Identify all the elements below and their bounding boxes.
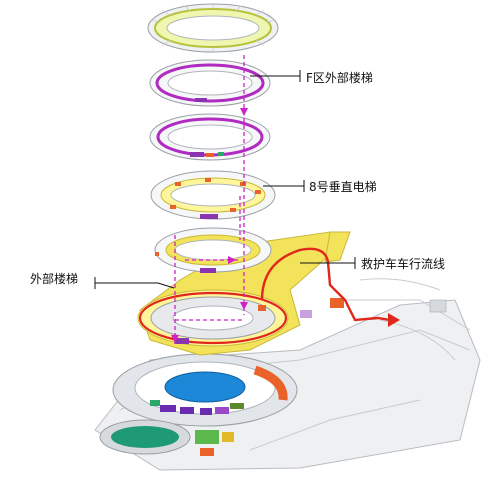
level-3-ring (150, 170, 276, 220)
label-elevator-8: 8号垂直电梯 (309, 180, 377, 194)
stair-arrowheads (171, 108, 248, 343)
roof-ring (147, 3, 279, 53)
concourse-level (137, 231, 351, 356)
level-1-ring (149, 59, 271, 107)
training-pitch (99, 419, 191, 455)
ambulance-route (260, 247, 400, 327)
label-external-stairs: 外部楼梯 (30, 272, 79, 286)
leader-lines (94, 70, 356, 289)
level-4-ring (154, 227, 272, 273)
main-pitch (165, 372, 245, 402)
concourse-loop (138, 291, 288, 345)
level-2-ring (149, 113, 271, 161)
label-f-zone-stairs: F区外部楼梯 (306, 71, 373, 85)
site-buildings (195, 298, 447, 456)
lower-stadium-bowl (112, 353, 298, 427)
external-stairs-leader (95, 282, 175, 289)
site-plan (94, 278, 481, 471)
training-field (111, 426, 179, 448)
ambulance-route-arrow (388, 313, 400, 327)
label-ambulance-route: 救护车车行流线 (361, 257, 446, 271)
